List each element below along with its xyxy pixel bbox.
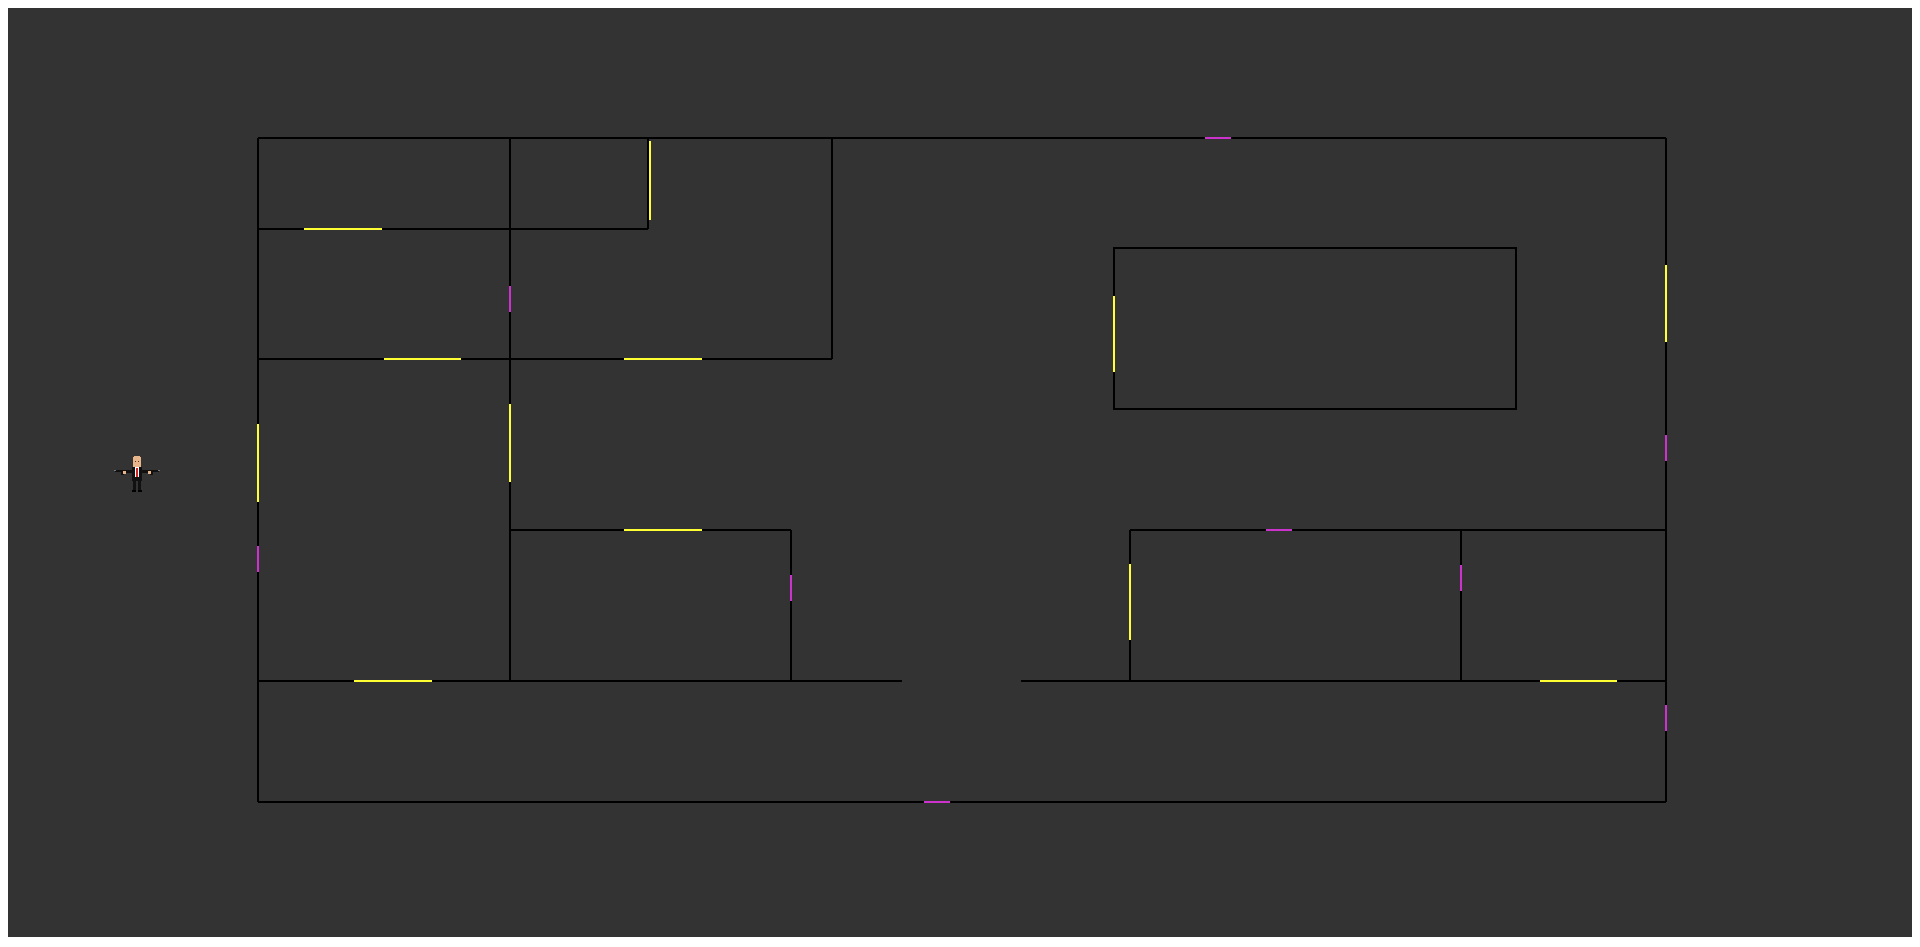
legs — [133, 481, 136, 491]
left-pistol-icon — [114, 470, 124, 475]
head — [133, 457, 141, 467]
game-canvas[interactable] — [8, 8, 1912, 937]
markers — [257, 137, 1667, 803]
right-pistol-icon — [150, 470, 160, 475]
level-floor-plan — [257, 137, 1667, 803]
tie — [136, 468, 138, 477]
doors — [257, 141, 1667, 682]
wall-inner-room — [1113, 247, 1517, 410]
player-agent-icon[interactable] — [107, 449, 167, 499]
walls — [257, 137, 1667, 803]
